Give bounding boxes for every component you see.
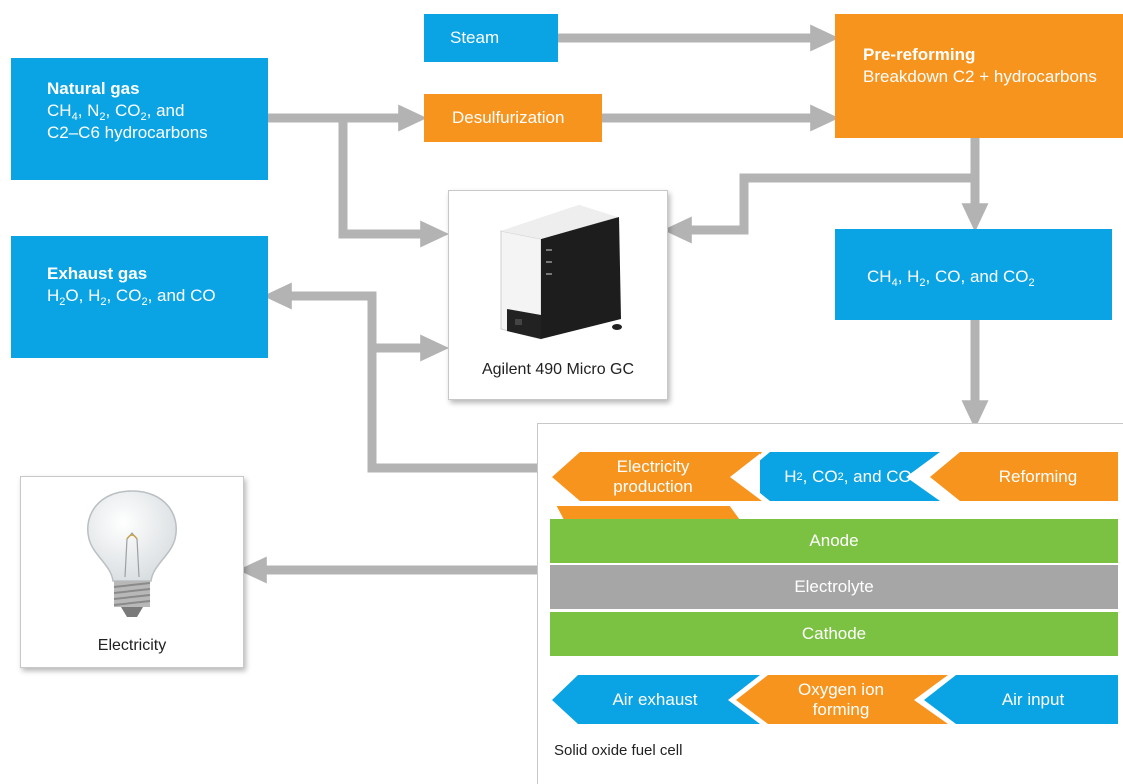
pre-reforming-subtitle: Breakdown C2 + hydrocarbons bbox=[863, 67, 1097, 86]
micro-gc-caption: Agilent 490 Micro GC bbox=[481, 361, 635, 378]
arrow-fuel-cell-to-exhaust bbox=[263, 282, 537, 473]
air-exhaust-label: Air exhaust bbox=[612, 689, 698, 709]
electricity-card: Electricity bbox=[20, 476, 244, 668]
pre-reforming-box: Pre-reforming Breakdown C2 + hydrocarbon… bbox=[835, 14, 1123, 138]
electricity-production-label: Electricity production bbox=[613, 456, 693, 496]
fuel-cell-caption: Solid oxide fuel cell bbox=[554, 742, 683, 759]
chevron-air-input bbox=[924, 675, 1118, 724]
natural-gas-box: Natural gas CH4, N2, CO2, and C2–C6 hydr… bbox=[11, 58, 268, 180]
light-bulb-icon bbox=[87, 490, 177, 617]
steam-label: Steam bbox=[450, 28, 500, 47]
natural-gas-title: Natural gas bbox=[47, 79, 140, 98]
chevron-reforming bbox=[930, 452, 1118, 501]
reformed-gas-label: CH4, H2, CO, and CO2 bbox=[867, 267, 1035, 289]
arrow-prereforming-to-micro-gc bbox=[663, 173, 975, 244]
micro-gc-card: Agilent 490 Micro GC bbox=[448, 190, 668, 400]
micro-gc-image bbox=[500, 205, 622, 340]
reformed-gas-box: CH4, H2, CO, and CO2 bbox=[835, 229, 1112, 320]
electricity-caption: Electricity bbox=[97, 637, 167, 654]
chevron-h2-co2-co bbox=[740, 452, 940, 501]
chevron-air-exhaust bbox=[552, 675, 760, 724]
desulfurization-box: Desulfurization bbox=[424, 94, 602, 142]
pre-reforming-title: Pre-reforming bbox=[863, 45, 976, 64]
electrolyte-layer: Electrolyte bbox=[550, 565, 1118, 609]
reforming-label: Reforming bbox=[998, 466, 1078, 486]
chevron-oxygen-ion bbox=[736, 675, 948, 724]
arrow-natural-gas-to-micro-gc bbox=[338, 118, 449, 248]
anode-layer: Anode bbox=[550, 519, 1118, 563]
natural-gas-composition: CH4, N2, CO2, and bbox=[47, 101, 185, 123]
exhaust-gas-box: Exhaust gas H2O, H2, CO2, and CO bbox=[11, 236, 268, 358]
natural-gas-hydrocarbons: C2–C6 hydrocarbons bbox=[47, 123, 208, 142]
exhaust-gas-title: Exhaust gas bbox=[47, 264, 148, 283]
oxygen-ion-forming-label: Oxygen ion forming bbox=[798, 679, 884, 719]
desulfurization-label: Desulfurization bbox=[452, 108, 565, 127]
air-input-label: Air input bbox=[1001, 689, 1065, 709]
cathode-layer: Cathode bbox=[550, 612, 1118, 656]
exhaust-gas-composition: H2O, H2, CO2, and CO bbox=[47, 286, 216, 308]
steam-box: Steam bbox=[424, 14, 558, 62]
